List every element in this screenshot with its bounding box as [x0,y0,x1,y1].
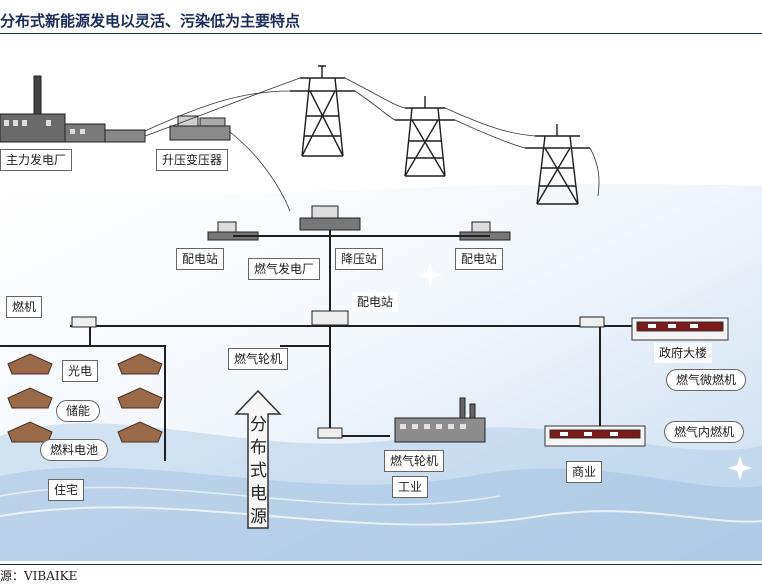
distributed-energy-diagram: 主力发电厂 升压变压器 配电站 燃气发电厂 降压站 配电站 燃机 配电站 燃气轮… [0,36,762,561]
label-residential: 住宅 [48,479,85,501]
residential-houses [7,353,163,443]
arrow-text-char: 电 [250,484,267,504]
commercial-building [544,425,646,447]
label-distribution-center: 配电站 [352,292,399,312]
page-title: 分布式新能源发电以灵活、污染低为主要特点 [0,12,301,30]
distributed-source-arrow [234,389,282,529]
label-photovoltaic: 光电 [62,360,99,382]
arrow-text-char: 分 [250,415,267,435]
step-down-station [299,205,361,231]
label-step-up-transformer: 升压变压器 [156,149,229,171]
label-storage: 储能 [56,400,101,422]
label-distribution-right: 配电站 [455,248,504,270]
transmission-lines [144,77,600,212]
wave-1 [0,423,762,561]
switch-boxes [71,310,605,439]
header-divider [0,33,762,34]
arrow-text-char: 式 [250,461,267,481]
source-note: 源：VIBAIKE [0,569,78,583]
label-commercial: 商业 [566,461,603,483]
label-micro-gas-turbine: 燃气微燃机 [666,369,747,391]
label-gas-unit: 燃机 [6,296,43,318]
label-distribution-left: 配电站 [176,248,225,270]
label-industry: 工业 [392,476,429,498]
main-power-plant [0,75,146,143]
arrow-text-char: 布 [250,438,267,458]
label-government-building: 政府大楼 [654,343,713,363]
arrow-text-char: 源 [250,507,267,527]
transmission-towers [290,65,590,205]
label-fuel-cell: 燃料电池 [40,439,109,461]
step-up-transformer [169,115,231,141]
label-gas-power-plant: 燃气发电厂 [248,258,321,280]
label-step-down-station: 降压站 [335,248,384,270]
footer-divider [0,564,762,565]
label-internal-combustion-engine: 燃气内燃机 [664,421,745,443]
industrial-factory [394,397,486,443]
label-gas-turbine-industry: 燃气轮机 [384,450,445,472]
label-main-power-plant: 主力发电厂 [0,149,73,171]
government-building [631,317,729,341]
label-gas-turbine-center: 燃气轮机 [228,348,289,370]
